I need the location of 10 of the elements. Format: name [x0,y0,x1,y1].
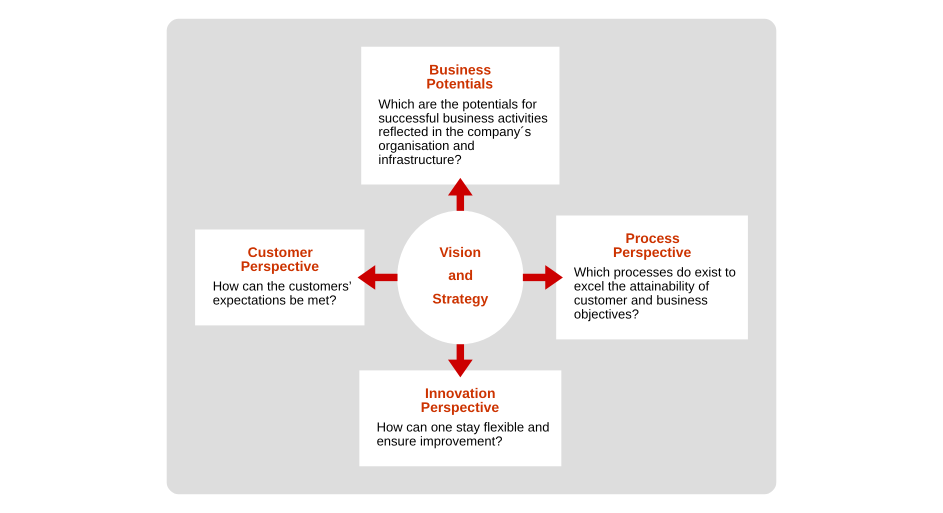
node-box: Business Potentials Which are the potentials for successful business activities reflected in the company´s organisation and infrastructure? [361,46,560,184]
arrow [448,178,473,211]
arrow [522,265,563,290]
cluster [166,18,776,494]
node-box: Customer Perspective How can the customers’ expectations be met? [195,230,364,326]
node-box: Process Perspective Which processes do exist to excel the attainability of customer and business objectives? [556,216,748,340]
arrow [448,344,473,378]
node-circle: Vision and Strategy [397,210,524,344]
node-box: Innovation Perspective How can one stay flexible and ensure improvement? [359,370,562,466]
arrow [358,265,398,290]
